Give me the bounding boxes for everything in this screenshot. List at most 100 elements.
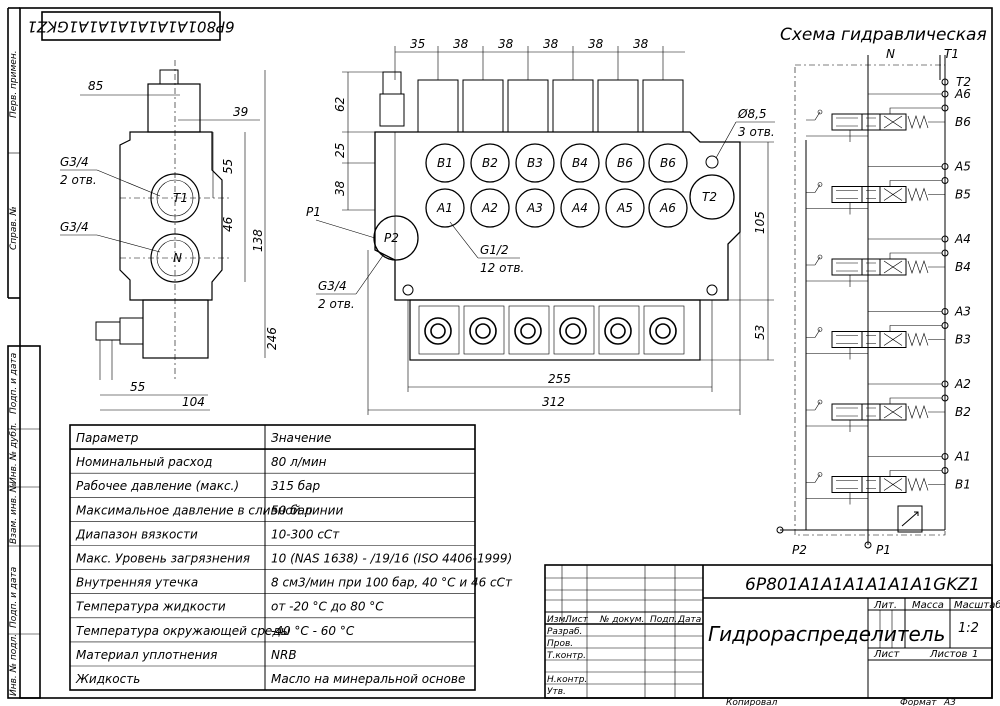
tb-mass: Масса	[912, 600, 944, 611]
param-row-name: Внутренняя утечка	[76, 576, 198, 590]
port-p2: P2	[384, 231, 399, 245]
note-g34-b: G3/4	[60, 220, 89, 234]
port-b2: B2	[482, 156, 498, 170]
title-block: 6Р801А1А1А1А1А1А1GKZ1 Гидрораспределител…	[544, 564, 1000, 699]
dim-top-38c: 38	[543, 37, 559, 51]
port-t1: T1	[173, 191, 188, 205]
port-n: N	[173, 251, 182, 265]
dim-105: 105	[753, 211, 767, 234]
schema-port-b: B4	[955, 260, 971, 274]
schema-port-b: B2	[955, 405, 971, 419]
dim-left-38: 38	[333, 180, 347, 196]
param-row-value: -40 °С - 60 °С	[271, 624, 355, 638]
label-p1-front: P1	[306, 205, 321, 219]
dim-39: 39	[233, 105, 248, 119]
dim-138: 138	[251, 229, 265, 252]
schema-port-b: B3	[955, 333, 971, 347]
schema-port-b: B6	[955, 115, 971, 129]
schema-n: N	[886, 47, 895, 61]
strip-label-7: Инв. № подл.	[9, 634, 19, 696]
left-strip: Перв. примен. Справ. № Подп. и дата Инв.…	[7, 7, 41, 699]
note-2otv-front: 2 отв.	[318, 297, 355, 311]
port-a4: A4	[571, 201, 588, 215]
port-a3: A3	[526, 201, 543, 215]
param-row-name: Диапазон вязкости	[75, 527, 198, 541]
tb-row-utv: Утв.	[547, 687, 566, 697]
port-a5: A5	[616, 201, 633, 215]
port-b4: B4	[572, 156, 588, 170]
tb-col-data: Дата	[677, 615, 701, 625]
dim-top-38e: 38	[633, 37, 649, 51]
front-view: B1 B2 B3 B4 B6 B6 A1 A2 A3 A4 A5 A6 T2 P…	[306, 37, 775, 415]
dim-85: 85	[88, 79, 103, 93]
port-a6: A6	[659, 201, 676, 215]
param-header-value: Значение	[271, 431, 331, 445]
tb-format: Формат	[900, 698, 937, 706]
param-row-name: Температура окружающей среды	[76, 624, 290, 638]
param-row-value: 10 (NAS 1638) - /19/16 (ISO 4406-1999)	[271, 552, 512, 566]
param-row-name: Рабочее давление (макс.)	[76, 479, 239, 493]
strip-label-2: Справ. №	[9, 206, 19, 250]
strip-label-4: Инв. № дубл.	[9, 422, 19, 484]
hydraulic-schema: Схема гидравлическая N T1 T2 A6B6A5B5A4B…	[776, 25, 987, 557]
port-b5: B6	[617, 156, 633, 170]
note-2otv: 2 отв.	[60, 173, 97, 187]
param-row-name: Максимальное давление в сливной линии	[76, 503, 343, 517]
schema-port-a: A3	[954, 305, 971, 319]
param-row-value: 8 см3/мин при 100 бар, 40 °С и 46 сСт	[271, 576, 513, 590]
param-row-value: Масло на минеральной основе	[271, 672, 465, 686]
param-row-name: Жидкость	[75, 672, 140, 686]
dim-255: 255	[548, 372, 571, 386]
tb-sheets: Листов	[929, 649, 967, 660]
param-row-value: 80 л/мин	[271, 455, 327, 469]
schema-port-a: A6	[954, 87, 971, 101]
strip-label-6: Подп. и дата	[9, 567, 19, 628]
port-a1: A1	[436, 201, 453, 215]
schema-t2: T2	[956, 75, 971, 89]
dim-top-38d: 38	[588, 37, 604, 51]
tb-col-doc: № докум.	[599, 615, 644, 625]
side-view: T1 N 85 39 55 46 138 246 55 104 G3/4 2 о…	[60, 60, 279, 411]
port-b3: B3	[527, 156, 543, 170]
dim-left-25: 25	[333, 143, 347, 158]
tb-col-list: Лист	[564, 615, 589, 625]
param-row-name: Макс. Уровень загрязнения	[76, 552, 250, 566]
dim-top-38a: 38	[453, 37, 469, 51]
tb-format-value: А3	[943, 698, 956, 706]
note-d85: Ø8,5	[737, 107, 767, 121]
port-t2: T2	[702, 190, 717, 204]
param-row-value: 315 бар	[271, 479, 320, 493]
dim-55-side: 55	[221, 159, 235, 174]
tb-col-podp: Подп.	[650, 615, 677, 625]
tb-designation: 6Р801А1А1А1А1А1А1GKZ1	[745, 575, 980, 595]
tb-row-tkontr: Т.контр.	[547, 651, 586, 661]
param-row-name: Материал уплотнения	[76, 648, 217, 662]
param-header-name: Параметр	[76, 431, 139, 445]
port-a2: A2	[481, 201, 498, 215]
note-12otv: 12 отв.	[480, 261, 524, 275]
schema-p2: P2	[792, 543, 807, 557]
tb-row-nkontr: Н.контр.	[547, 675, 587, 685]
schema-port-b: B1	[955, 478, 971, 492]
note-g12: G1/2	[480, 243, 509, 257]
tb-scale-value: 1:2	[958, 621, 979, 636]
stamp-code-box	[41, 11, 221, 41]
param-row-value: NRB	[271, 648, 297, 662]
schema-port-b: B5	[955, 188, 971, 202]
schema-port-a: A4	[954, 232, 971, 246]
dim-104: 104	[182, 395, 205, 409]
note-g34-a: G3/4	[60, 155, 89, 169]
dim-312: 312	[542, 395, 565, 409]
stamp-code-rotated: 6Р801А1А1А1А1А1А1GKZ1	[27, 18, 234, 36]
tb-name: Гидрораспределитель	[708, 622, 945, 646]
param-row-value: 50 бар	[271, 503, 313, 517]
note-3otv: 3 отв.	[738, 125, 775, 139]
tb-copied: Копировал	[726, 698, 778, 706]
schema-title: Схема гидравлическая	[780, 25, 987, 45]
strip-label-1: Перв. примен.	[9, 50, 19, 118]
